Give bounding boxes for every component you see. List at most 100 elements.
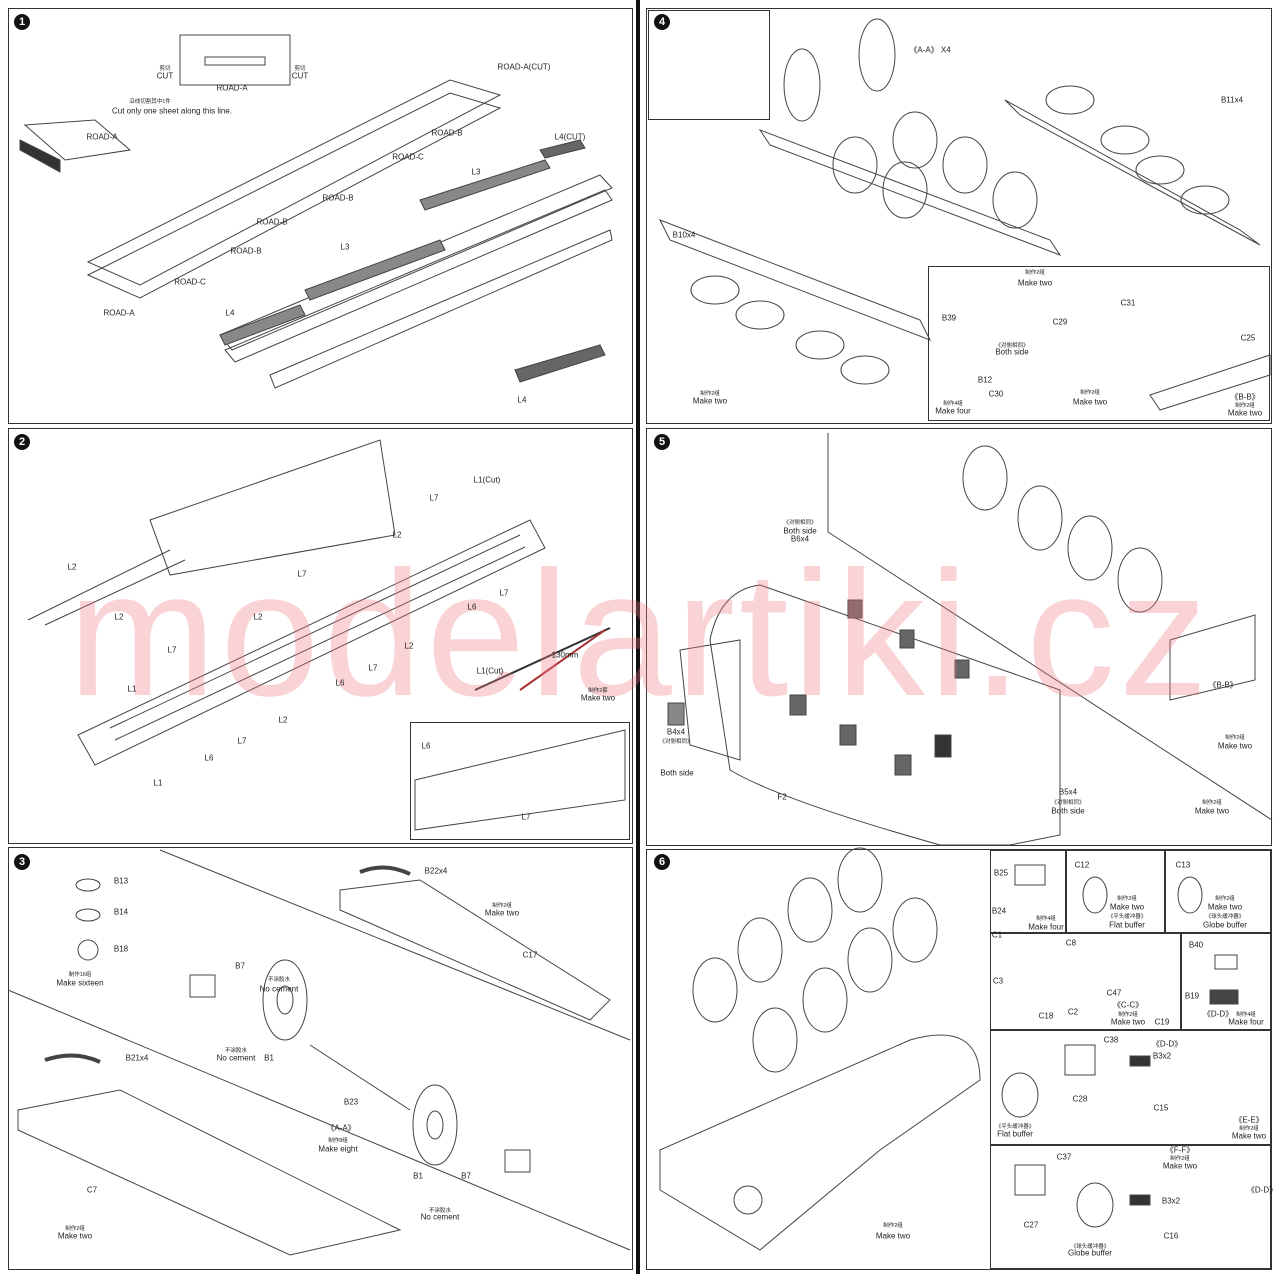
- part-label: B10x4: [672, 230, 696, 240]
- part-label: B19: [1184, 991, 1200, 1001]
- part-label: B13: [113, 876, 129, 886]
- part-label: ROAD-A: [86, 132, 118, 142]
- part-label: B11x4: [1220, 95, 1244, 105]
- step-6-box-globe-buffer: [990, 1145, 1271, 1269]
- part-label: ROAD-B: [431, 128, 463, 138]
- instruction-text: 制作2组: [883, 1223, 903, 1229]
- wheelset-drawing: [7, 849, 631, 1256]
- instruction-text: 制作2组: [1202, 800, 1222, 806]
- instruction-text: Cut only one sheet along this line.: [111, 106, 233, 116]
- instruction-text: Make two: [57, 1231, 93, 1241]
- instruction-text: 制作2套: [588, 688, 608, 694]
- part-label: L7: [499, 588, 509, 598]
- instruction-text: 制作2组: [1235, 403, 1255, 409]
- step-6-box-coupler: [990, 933, 1181, 1030]
- instruction-text: 《对侧相同》: [659, 739, 693, 745]
- track-road-sections: [19, 34, 613, 389]
- part-label: C27: [1023, 1220, 1039, 1230]
- part-label: ROAD-C: [174, 277, 206, 287]
- step-number-badge: 6: [654, 854, 670, 870]
- instruction-text: Both side: [995, 347, 1029, 357]
- instruction-text: Flat buffer: [997, 1129, 1033, 1139]
- part-label: C30: [988, 389, 1004, 399]
- part-label: C18: [1038, 1011, 1054, 1021]
- part-label: B1: [413, 1171, 423, 1181]
- instruction-text: 《A-A》: [326, 1123, 356, 1133]
- instruction-text: 130mm: [551, 650, 579, 660]
- chassis-frame-drawing: [667, 433, 1273, 846]
- part-label: C3: [992, 976, 1004, 986]
- part-label: ROAD-A(CUT): [497, 62, 551, 72]
- part-label: L4: [225, 308, 235, 318]
- instruction-text: 制作2组: [65, 1226, 85, 1232]
- instruction-text: CUT: [291, 71, 309, 81]
- instruction-text: Make two: [875, 1231, 911, 1241]
- part-label: C7: [86, 1185, 98, 1195]
- instruction-text: 《平头缓冲器》: [1107, 914, 1147, 920]
- instruction-text: 制作2组: [1215, 896, 1235, 902]
- instruction-text: Make two: [1162, 1161, 1198, 1171]
- part-label: L7: [237, 736, 247, 746]
- page-divider: [636, 0, 640, 1274]
- instruction-text: Make four: [1028, 922, 1064, 932]
- part-label: C28: [1072, 1094, 1088, 1104]
- instruction-text: No cement: [420, 1212, 460, 1222]
- part-label: C2: [1067, 1007, 1079, 1017]
- instruction-text: 制作2组: [1080, 390, 1100, 396]
- part-label: L1(Cut): [476, 666, 504, 676]
- part-label: L1: [153, 778, 163, 788]
- instruction-text: 制作4组: [1036, 916, 1056, 922]
- step-2-detail-inset: [410, 722, 630, 840]
- part-label: L2: [114, 612, 124, 622]
- step-number-badge: 1: [14, 14, 30, 30]
- part-label: B23: [343, 1097, 359, 1107]
- part-label: B24: [991, 906, 1007, 916]
- part-label: L7: [297, 569, 307, 579]
- step-5-panel: [646, 428, 1272, 846]
- instruction-text: Make two: [1072, 397, 1108, 407]
- part-label: L1(Cut): [473, 475, 501, 485]
- part-label: L4(CUT): [554, 132, 586, 142]
- instruction-text: 制作4组: [1236, 1012, 1256, 1018]
- instruction-text: No cement: [259, 984, 299, 994]
- part-label: B3x2: [1161, 1196, 1181, 1206]
- instruction-text: Make two: [1217, 741, 1253, 751]
- instruction-text: 《B-B》: [1230, 392, 1260, 402]
- part-label: L6: [204, 753, 214, 763]
- part-label: B39: [941, 313, 957, 323]
- part-label: C8: [1065, 938, 1077, 948]
- step-number-badge: 4: [654, 14, 670, 30]
- instruction-text: 制作8组: [328, 1138, 348, 1144]
- instruction-text: Both side: [783, 526, 817, 536]
- step-2-panel: [8, 428, 633, 844]
- instruction-text: 《E-E》: [1234, 1115, 1264, 1125]
- part-label: C38: [1103, 1035, 1119, 1045]
- instruction-text: Make two: [1109, 902, 1145, 912]
- instruction-text: 《球头缓冲器》: [1205, 914, 1245, 920]
- instruction-text: Globe buffer: [1203, 920, 1247, 930]
- part-label: L3: [340, 242, 350, 252]
- instruction-text: 制作2组: [492, 903, 512, 909]
- instruction-text: Make eight: [318, 1144, 358, 1154]
- instruction-text: 不涂胶水: [224, 1048, 248, 1054]
- instruction-text: Flat buffer: [1109, 920, 1145, 930]
- instruction-text: 制作2组: [1170, 1156, 1190, 1162]
- step-4-spring-inset: [648, 10, 770, 120]
- part-label: B7: [235, 961, 245, 971]
- chassis-assembly-drawing: [659, 847, 1239, 1251]
- part-label: B12: [977, 375, 993, 385]
- part-label: B6x4: [790, 534, 810, 544]
- instruction-text: 制作16组: [68, 972, 92, 978]
- instruction-text: 制作4组: [943, 401, 963, 407]
- part-label: C16: [1163, 1231, 1179, 1241]
- instruction-text: Make sixteen: [56, 978, 104, 988]
- step-6-box-c12: [1066, 850, 1165, 933]
- part-label: C47: [1106, 988, 1122, 998]
- part-label: B3x2: [1152, 1051, 1172, 1061]
- instruction-text: Make four: [1228, 1017, 1264, 1027]
- part-label: C29: [1052, 317, 1068, 327]
- instruction-text: 《D-D》: [1246, 1185, 1278, 1195]
- part-label: L7: [429, 493, 439, 503]
- instruction-text: 制作2组: [1225, 735, 1245, 741]
- instruction-text: Make two: [1231, 1131, 1267, 1141]
